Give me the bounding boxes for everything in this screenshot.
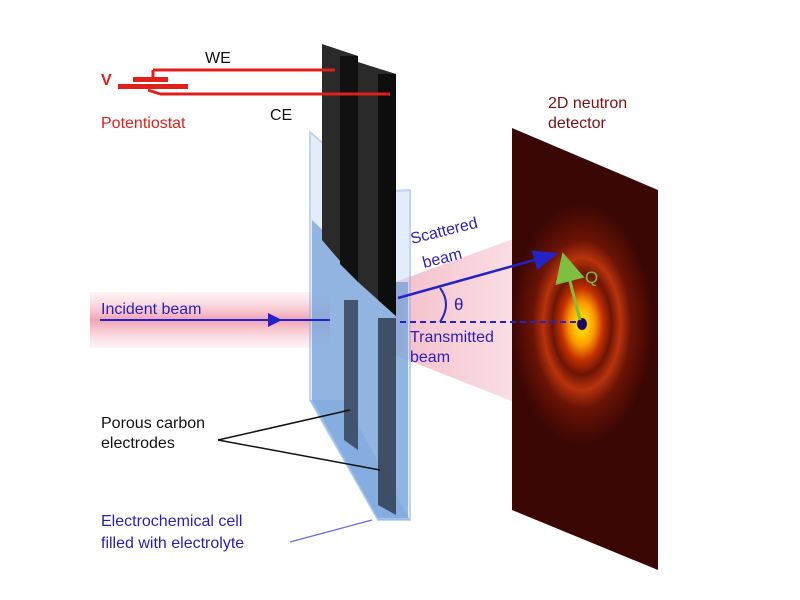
- electrode-pointer-2: [217, 439, 381, 471]
- label-q: Q: [585, 268, 598, 287]
- label-potentiostat: Potentiostat: [101, 115, 186, 132]
- label-detector-line2: detector: [548, 115, 606, 132]
- label-detector-line1: 2D neutron: [548, 95, 627, 112]
- battery-plate-long: [118, 84, 188, 89]
- electrode-we-front: [340, 56, 358, 282]
- electrode-pointer-1: [217, 409, 351, 441]
- beam-stop: [577, 318, 587, 330]
- label-electrodes-line2: electrodes: [101, 435, 175, 452]
- incident-arrow-head: [268, 313, 282, 327]
- label-v: V: [101, 72, 112, 89]
- theta-arc: [439, 287, 447, 323]
- q-vector-arrow: [555, 252, 585, 321]
- electrode-ce-front: [378, 74, 396, 316]
- label-cell-line2: filled with electrolyte: [101, 535, 244, 552]
- battery-plate-short: [133, 77, 168, 82]
- label-incident-beam: Incident beam: [101, 301, 202, 318]
- label-theta: θ: [454, 295, 463, 314]
- label-transmitted-line2: beam: [410, 349, 450, 366]
- label-transmitted-line1: Transmitted: [410, 329, 494, 346]
- label-electrodes-line1: Porous carbon: [101, 415, 205, 432]
- scattered-beam-arrow: [397, 250, 559, 300]
- label-ce: CE: [270, 107, 292, 124]
- electrode-lower-b: [378, 318, 396, 515]
- label-scattered-line1: Scattered: [409, 215, 480, 248]
- label-we: WE: [205, 50, 231, 67]
- label-cell-line1: Electrochemical cell: [101, 513, 242, 530]
- cell-pointer: [289, 519, 373, 543]
- electrode-lower-a: [344, 300, 358, 450]
